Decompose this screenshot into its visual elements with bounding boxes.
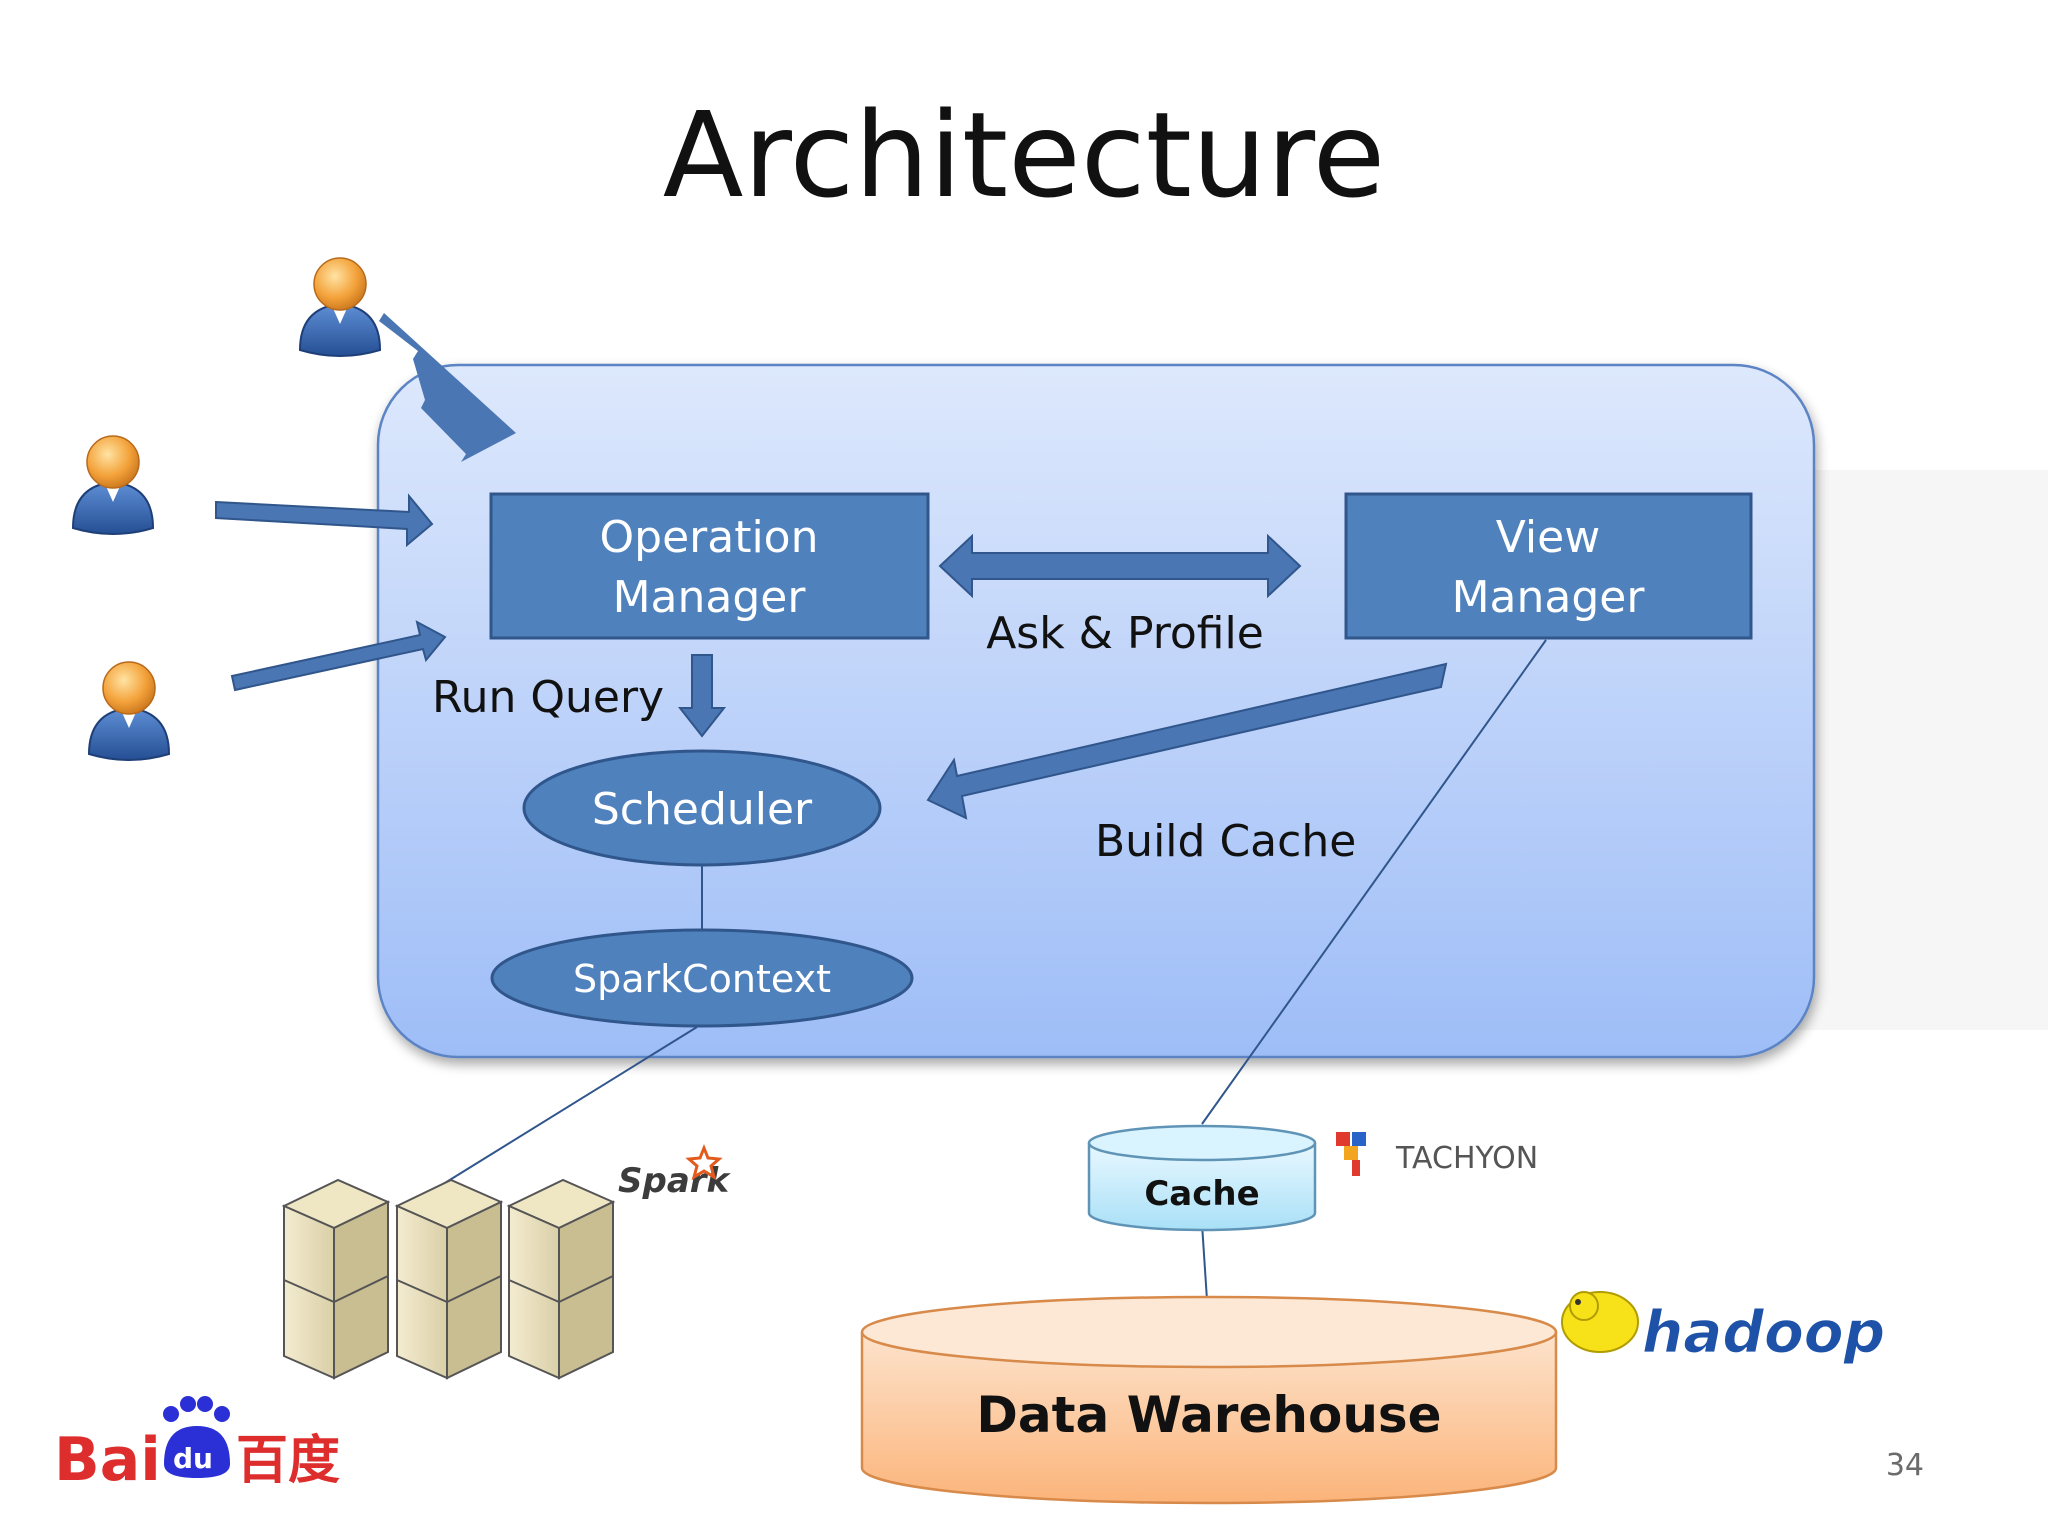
spark-context-label: SparkContext (573, 957, 831, 1001)
operation-manager-box (489, 492, 930, 640)
svg-text:du: du (173, 1442, 213, 1475)
build-cache-label: Build Cache (1095, 816, 1356, 867)
svg-text:TACHYON: TACHYON (1395, 1141, 1538, 1176)
ask-profile-label: Ask & Profile (986, 608, 1264, 659)
connector-line (1201, 639, 1547, 1125)
spark-context-node (490, 928, 914, 1028)
data-warehouse-cylinder (860, 1295, 1558, 1505)
baidu-logo: Bai du 百度 (54, 1396, 340, 1495)
run-query-arrow (677, 654, 727, 738)
hadoop-logo: hadoop (1561, 1291, 1886, 1367)
ask-profile-arrow (938, 533, 1302, 599)
connector-line (439, 1026, 698, 1187)
user-arrow (215, 493, 434, 548)
user-icon (298, 257, 382, 357)
user-icon (71, 435, 155, 535)
user-icon (87, 661, 171, 761)
spark-logo: Spark (618, 1143, 732, 1201)
operation-manager-label: Operation (600, 512, 819, 563)
run-query-label: Run Query (432, 672, 664, 723)
svg-text:百度: 百度 (236, 1431, 340, 1491)
view-manager-label: Manager (1452, 572, 1646, 623)
user-arrow (379, 313, 516, 462)
view-manager-box (1344, 492, 1753, 640)
tachyon-logo: TACHYON (1336, 1132, 1538, 1176)
svg-text:Spark: Spark (618, 1161, 732, 1201)
data-warehouse-label: Data Warehouse (976, 1386, 1441, 1444)
build-cache-arrow (926, 662, 1448, 820)
cache-label: Cache (1144, 1174, 1259, 1214)
svg-text:hadoop: hadoop (1642, 1298, 1885, 1366)
scheduler-node (522, 749, 882, 867)
view-manager-label: View (1496, 512, 1600, 563)
scheduler-label: Scheduler (592, 784, 813, 835)
page-number: 34 (1885, 1448, 1924, 1483)
connector-line (1201, 1223, 1208, 1301)
operation-manager-label: Manager (613, 572, 807, 623)
server-cluster-icon (281, 1178, 616, 1380)
svg-text:Bai: Bai (54, 1425, 161, 1495)
user-arrow (230, 620, 447, 692)
cache-cylinder (1087, 1124, 1317, 1232)
slide-title: Architecture (662, 86, 1386, 224)
